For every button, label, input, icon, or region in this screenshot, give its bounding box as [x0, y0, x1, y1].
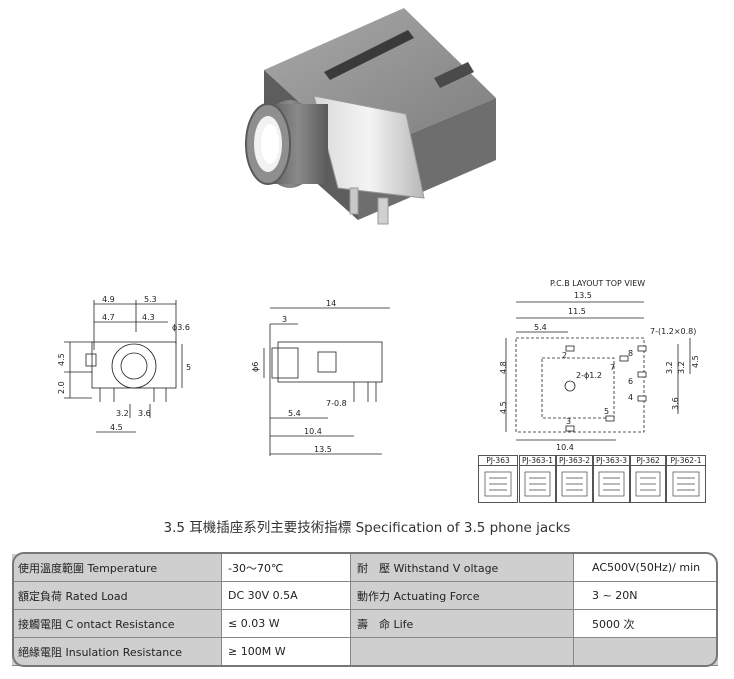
- pcb-title: P.C.B LAYOUT TOP VIEW: [550, 279, 645, 288]
- spec-value: AC500V(50Hz)/ min: [573, 554, 718, 582]
- variant-title: PJ-363: [479, 456, 517, 466]
- table-row: 使用溫度範圍 Temperature -30～70℃ 耐 壓 Withstand…: [12, 554, 718, 582]
- table-row: 額定負荷 Rated Load DC 30V 0.5A 動作力 Actuatin…: [12, 581, 718, 610]
- variant-title: PJ-362-1: [667, 456, 705, 466]
- variant-schematic-icon: [561, 471, 588, 497]
- side-view-drawing: 14 3 ϕ6 7-0.8 5.4 10.4 13.5: [250, 296, 410, 461]
- pcb-dim-w1: 13.5: [574, 291, 592, 300]
- spec-table: 使用溫度範圍 Temperature -30～70℃ 耐 壓 Withstand…: [12, 554, 718, 666]
- front-dim-mid-1: 4.7: [102, 313, 115, 322]
- spec-label: 絕緣電阻 Insulation Resistance: [12, 637, 222, 666]
- variant-schematic-icon: [484, 471, 512, 497]
- variant-title: PJ-362: [631, 456, 665, 466]
- spec-label: 耐 壓 Withstand V oltage: [350, 554, 574, 582]
- pcb-pin-2: 2: [562, 351, 567, 360]
- side-dim-2: 10.4: [304, 427, 322, 436]
- pcb-pin-3: 3: [566, 417, 571, 426]
- table-row: 絕緣電阻 Insulation Resistance ≥ 100M W: [12, 637, 718, 666]
- side-dim-top: 14: [326, 299, 336, 308]
- spec-label: 壽 命 Life: [350, 609, 574, 638]
- pcb-pin-5: 5: [604, 407, 609, 416]
- variant-box: PJ-362: [630, 455, 666, 503]
- spec-value: [573, 637, 718, 666]
- spec-label: 額定負荷 Rated Load: [12, 581, 222, 610]
- spec-label: 使用溫度範圍 Temperature: [12, 554, 222, 582]
- front-dim-mid-2: 4.3: [142, 313, 155, 322]
- variant-title: PJ-363-2: [557, 456, 592, 466]
- pcb-pin-4: 4: [628, 393, 633, 402]
- spec-value: ≥ 100M W: [221, 637, 351, 666]
- spec-label: [350, 637, 574, 666]
- variant-schematic-icon: [635, 471, 661, 497]
- pcb-dim-r1: 3.2: [665, 361, 674, 374]
- spec-value: 5000 次: [573, 609, 718, 638]
- variant-box: PJ-363-1: [519, 455, 556, 503]
- front-dim-bottom-3: 4.5: [110, 423, 123, 432]
- spec-value: -30～70℃: [221, 554, 351, 582]
- variant-title: PJ-363-3: [594, 456, 629, 466]
- variant-box: PJ-362-1: [666, 455, 706, 503]
- pcb-dim-r4: 3.6: [671, 397, 680, 410]
- variant-schematic-icon: [598, 471, 625, 497]
- variant-box: PJ-363: [478, 455, 518, 503]
- spec-heading: 3.5 耳機插座系列主要技術指標 Specification of 3.5 ph…: [163, 520, 571, 536]
- variant-title: PJ-363-1: [520, 456, 555, 466]
- variant-box: PJ-363-3: [593, 455, 630, 503]
- variant-schematic-icon: [524, 471, 551, 497]
- variant-schematic-icon: [672, 471, 700, 497]
- pcb-dim-holes: 7-(1.2×0.8): [650, 327, 696, 336]
- spec-value: ≤ 0.03 W: [221, 609, 351, 638]
- pcb-pin-6: 6: [628, 377, 633, 386]
- table-row: 接觸電阻 C ontact Resistance ≤ 0.03 W 壽 命 Li…: [12, 609, 718, 638]
- product-photo: [228, 8, 508, 230]
- side-dim-3: 13.5: [314, 445, 332, 454]
- front-dim-bottom-2: 3.6: [138, 409, 151, 418]
- spec-label: 接觸電阻 C ontact Resistance: [12, 609, 222, 638]
- front-view-drawing: 4.9 5.3 4.7 4.3 ϕ3.6 4.5 2.0 5 3.2 3.6 4…: [56, 292, 216, 442]
- pcb-layout-drawing: P.C.B LAYOUT TOP VIEW 13.5 11.5 5.4 7-(1…: [494, 274, 718, 454]
- front-dim-right: 5: [186, 363, 191, 372]
- side-dim-1: 5.4: [288, 409, 301, 418]
- pcb-dim-center: 2-ϕ1.2: [576, 371, 602, 380]
- pcb-dim-r3: 4.5: [691, 355, 700, 368]
- pcb-dim-w3: 5.4: [534, 323, 547, 332]
- pcb-dim-l2: 4.5: [499, 401, 508, 414]
- front-dim-top-2: 5.3: [144, 295, 157, 304]
- pcb-pin-8: 8: [628, 349, 633, 358]
- pcb-dim-bottom: 10.4: [556, 443, 574, 452]
- side-dim-small: 3: [282, 315, 287, 324]
- front-dim-hole: ϕ3.6: [172, 323, 190, 332]
- front-dim-left-b: 2.0: [57, 381, 66, 394]
- side-dim-dia: ϕ6: [251, 362, 260, 372]
- pcb-dim-w2: 11.5: [568, 307, 586, 316]
- spec-value: DC 30V 0.5A: [221, 581, 351, 610]
- spec-value: 3 ~ 20N: [573, 581, 718, 610]
- variant-box: PJ-363-2: [556, 455, 593, 503]
- front-dim-bottom-1: 3.2: [116, 409, 129, 418]
- front-dim-top-1: 4.9: [102, 295, 115, 304]
- pcb-pin-7: 7: [610, 363, 615, 372]
- pcb-dim-l1: 4.8: [499, 361, 508, 374]
- pcb-dim-r2: 3.2: [677, 361, 686, 374]
- side-dim-pin: 7-0.8: [326, 399, 347, 408]
- front-dim-left-a: 4.5: [57, 353, 66, 366]
- spec-label: 動作力 Actuating Force: [350, 581, 574, 610]
